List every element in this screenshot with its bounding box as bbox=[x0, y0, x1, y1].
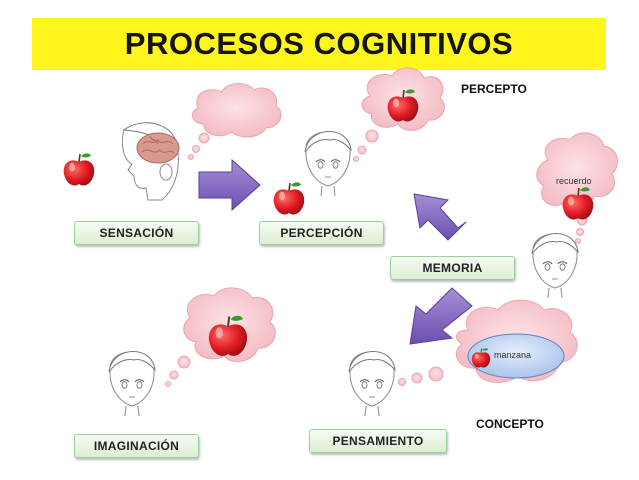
memoria-box: MEMORIA bbox=[390, 256, 515, 280]
apple-icon bbox=[272, 181, 306, 216]
percepto-label: PERCEPTO bbox=[461, 82, 527, 96]
head-icon bbox=[531, 232, 579, 299]
head-icon bbox=[108, 350, 156, 417]
manzana-text: manzana bbox=[494, 350, 532, 360]
pensamiento-box: PENSAMIENTO bbox=[309, 429, 447, 453]
title-banner: PROCESOS COGNITIVOS bbox=[32, 18, 606, 70]
arrow-icon bbox=[413, 193, 467, 241]
sensacion-box: SENSACIÓN bbox=[74, 221, 199, 245]
brain-icon bbox=[136, 132, 180, 164]
imaginacion-box: IMAGINACIÓN bbox=[74, 434, 199, 458]
apple-icon bbox=[62, 152, 96, 187]
arrow-icon bbox=[198, 158, 261, 212]
thought-cloud-icon bbox=[188, 83, 282, 160]
page-title: PROCESOS COGNITIVOS bbox=[124, 26, 514, 61]
head-icon bbox=[304, 130, 352, 197]
concepto-label: CONCEPTO bbox=[476, 417, 544, 431]
thought-cloud-icon bbox=[536, 132, 619, 244]
head-icon bbox=[348, 350, 396, 417]
recuerdo-text: recuerdo bbox=[556, 176, 592, 186]
thought-cloud-icon bbox=[165, 287, 276, 387]
percepcion-box: PERCEPCIÓN bbox=[259, 221, 384, 245]
concept-ellipse bbox=[467, 333, 565, 379]
arrow-icon bbox=[409, 287, 473, 345]
